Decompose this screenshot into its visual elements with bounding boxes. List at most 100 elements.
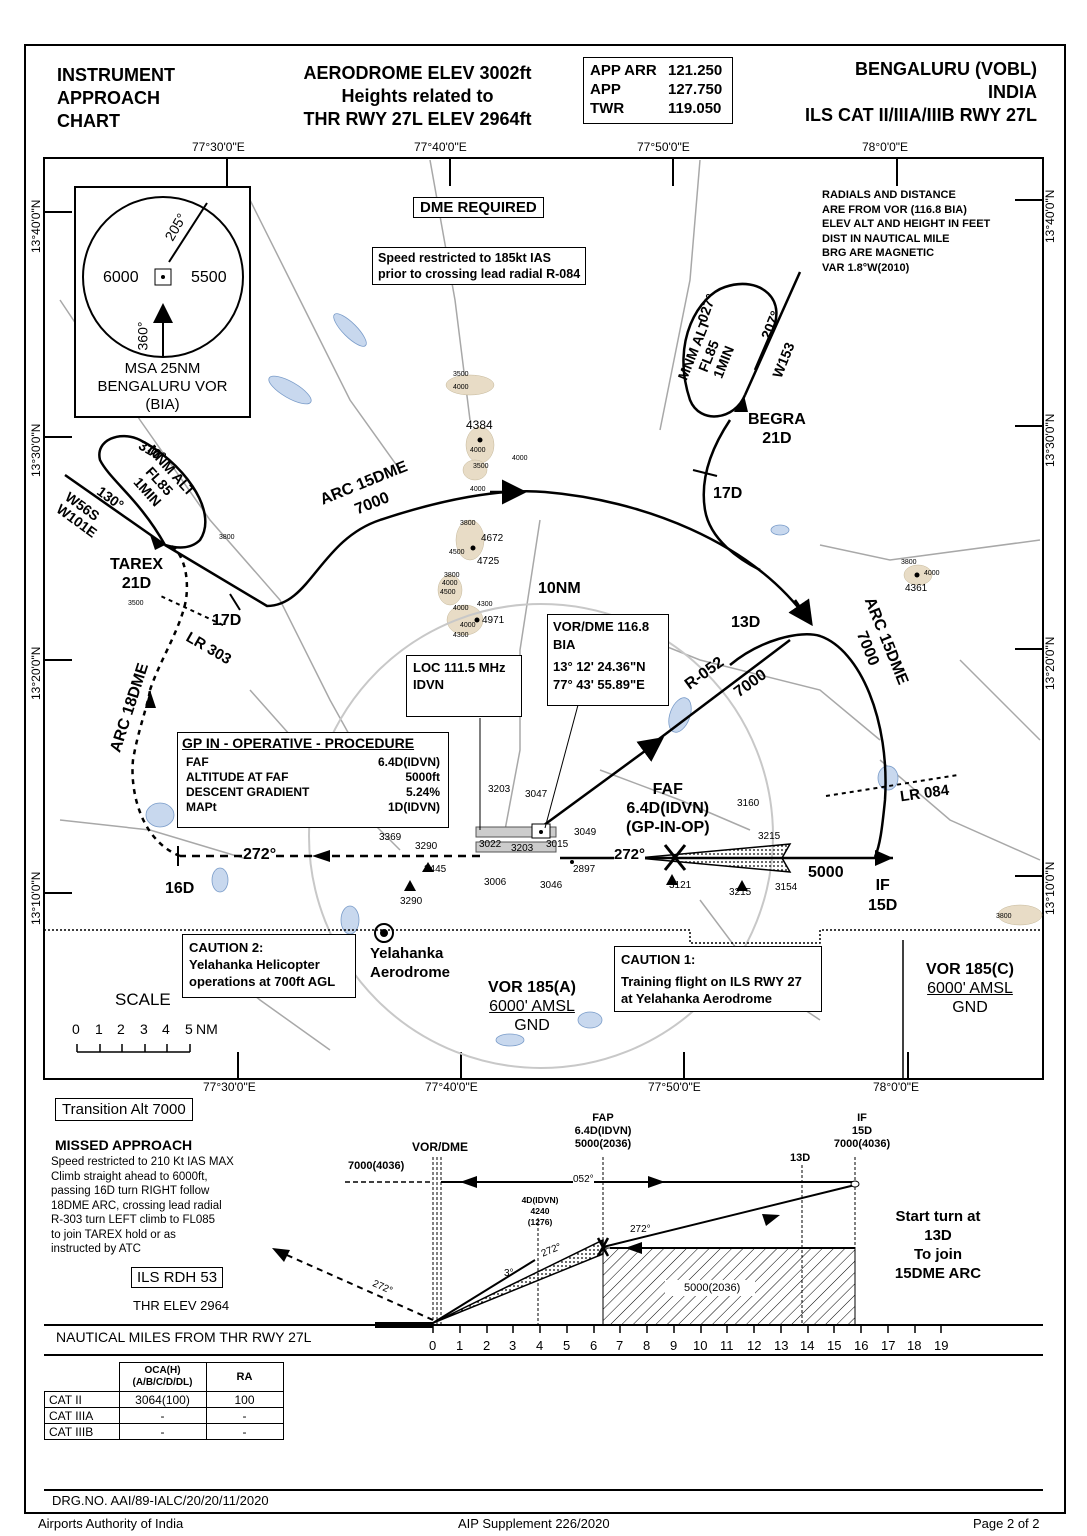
chart-type-line: CHART xyxy=(57,111,120,131)
faf-cross xyxy=(663,844,687,871)
msa-5500: 5500 xyxy=(191,269,227,286)
msa-circle xyxy=(82,196,244,358)
tarex-hold-racetrack xyxy=(98,434,207,549)
missed-272-label: 272° xyxy=(243,846,277,864)
terrain-elev: 3046 xyxy=(540,880,563,891)
chart-frame xyxy=(24,44,1066,1514)
thr-elev: THR ELEV 2964 xyxy=(133,1298,230,1313)
localizer-feather xyxy=(637,843,792,873)
terrain-elev: 3154 xyxy=(775,882,798,893)
profile-view xyxy=(272,1157,942,1333)
terrain-elev: 4300 xyxy=(477,601,493,608)
vor-leader xyxy=(544,704,579,829)
ils-rdh: ILS RDH 53 xyxy=(131,1267,224,1288)
dme-required: DME REQUIRED xyxy=(413,197,544,218)
terrain-elev: 3800 xyxy=(460,520,476,527)
oca-row: CAT IIIB-- xyxy=(44,1423,284,1440)
vor185-boundary xyxy=(44,929,1043,944)
footer-page: Page 2 of 2 xyxy=(973,1516,1040,1531)
lead-radial-084 xyxy=(825,774,959,797)
scale-bar xyxy=(76,1044,191,1053)
terrain-elev: 3015 xyxy=(546,839,569,850)
lon-top-2: 77°40'0"E xyxy=(414,140,467,154)
title-line: INDIA xyxy=(988,82,1037,102)
lon-bot-2: 77°40'0"E xyxy=(425,1080,478,1094)
oca-row: CAT IIIA-- xyxy=(44,1407,284,1424)
lead-radial-303 xyxy=(161,595,226,627)
begra-17d: 17D xyxy=(713,485,743,502)
runway-27r xyxy=(475,826,557,838)
profile-missed-approach xyxy=(279,1251,434,1321)
profile-block-label: 5000(2036) xyxy=(684,1282,741,1294)
chart-title: BENGALURU (VOBL) INDIA ILS CAT II/IIIA/I… xyxy=(805,58,1037,127)
terrain-elev: 3800 xyxy=(444,572,460,579)
terrain-elev: 4000 xyxy=(453,384,469,391)
footer-authority: Airports Authority of India xyxy=(38,1516,184,1531)
terrain-elev: 3800 xyxy=(996,913,1012,920)
circle-10nm xyxy=(308,603,774,1069)
terrain-elev: 4000 xyxy=(470,486,486,493)
terrain-elev: 4672 xyxy=(481,533,504,544)
d13-label: 13D xyxy=(731,614,761,631)
terrain-elev: 3369 xyxy=(379,832,402,843)
terrain-elev: 4384 xyxy=(466,418,493,432)
grid-ticks xyxy=(44,158,1043,1079)
lon-top-1: 77°30'0"E xyxy=(192,140,245,154)
profile-vordme: VOR/DME xyxy=(412,1140,469,1154)
terrain-elev: 3800 xyxy=(901,559,917,566)
terrain-elev: 3445 xyxy=(424,864,447,875)
terrain-elev: 3047 xyxy=(525,789,548,800)
msa-sector-line-205 xyxy=(168,202,208,263)
profile-alt7000: 7000(4036) xyxy=(348,1160,405,1172)
tarex-inbound xyxy=(64,473,166,547)
terrain-elev: 4971 xyxy=(482,615,505,626)
title-line: ILS CAT II/IIIA/IIIB RWY 27L xyxy=(804,105,1037,125)
terrain-elev: 3290 xyxy=(415,841,438,852)
profile-272-a: 272° xyxy=(630,1224,651,1235)
terrain-elev: 4000 xyxy=(453,605,469,612)
terrain-elev: 4000 xyxy=(442,580,458,587)
lon-bot-4: 78°0'0"E xyxy=(873,1080,920,1094)
elev-line: Heights related to xyxy=(341,86,494,106)
chart-type-line: INSTRUMENT xyxy=(57,65,175,85)
chart-type: INSTRUMENT APPROACH CHART xyxy=(57,64,175,133)
aerodrome-elevation: AERODROME ELEV 3002ft Heights related to… xyxy=(250,62,585,131)
gp-title: GP IN - OPERATIVE - PROCEDURE xyxy=(182,735,415,751)
terrain-elev: 3006 xyxy=(484,877,507,888)
msa-box xyxy=(74,186,251,418)
arc-15dme-north xyxy=(164,489,810,621)
tarex-17d: 17D xyxy=(212,612,242,629)
terrain-elev: 4000 xyxy=(470,447,486,454)
terrain-elev: 3215 xyxy=(758,831,781,842)
axis-title: NAUTICAL MILES FROM THR RWY 27L xyxy=(56,1329,312,1345)
terrain-elev: 3500 xyxy=(473,463,489,470)
terrain-elev: 3215 xyxy=(729,887,752,898)
begra-track xyxy=(702,419,761,572)
oca-header-row: OCA(H) (A/B/C/D/DL) RA xyxy=(44,1362,284,1392)
terrain-elev: 4000 xyxy=(460,622,476,629)
profile-3deg: 3° xyxy=(504,1268,514,1279)
terrain-elev: 4000 xyxy=(512,455,528,462)
title-line: BENGALURU (VOBL) xyxy=(855,59,1037,79)
missed-approach-title: MISSED APPROACH xyxy=(55,1137,193,1153)
terrain-elev: 4361 xyxy=(905,583,928,594)
